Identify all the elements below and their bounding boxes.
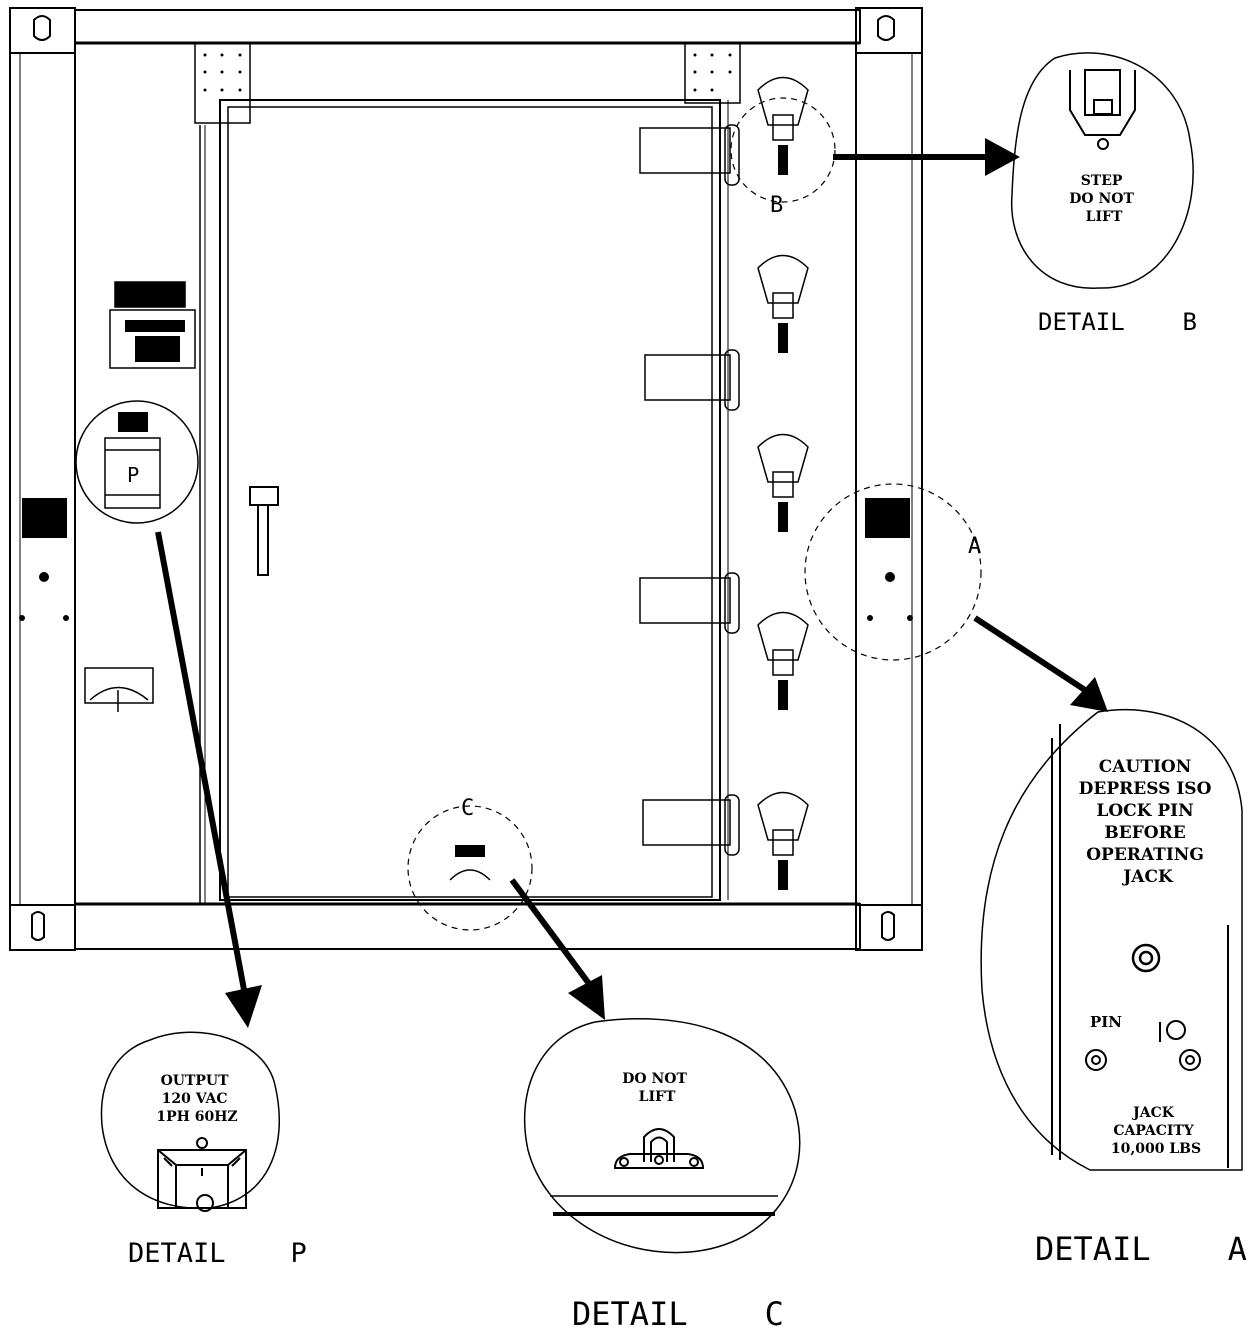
arrow-to-detail-p: [155, 531, 248, 996]
detail-c-outline: [523, 1018, 801, 1254]
callout-circle-a: [804, 483, 982, 661]
detail-c-label: DO NOT LIFT: [622, 1071, 692, 1105]
top-rail: [74, 9, 861, 44]
detail-a-title: DETAIL A: [1035, 1230, 1247, 1268]
jack-label-right: [865, 498, 913, 621]
detail-a-caution: CAUTION DEPRESS ISO LOCK PIN BEFORE OPER…: [1079, 757, 1218, 887]
corner-casting-top-right: [855, 7, 923, 54]
callout-circle-p: [75, 400, 199, 524]
detail-a-outline: [980, 708, 1243, 1171]
detail-p: OUTPUT 120 VAC 1PH 60HZ DETAIL P: [100, 1031, 307, 1269]
detail-a-pin-label: PIN: [1090, 1013, 1122, 1031]
header-plate-left: [194, 42, 251, 124]
arrow-to-detail-c: [509, 878, 593, 987]
jack-socket-icon: [1131, 943, 1161, 973]
door-hinges: [639, 124, 740, 856]
detail-p-outline: [100, 1031, 280, 1210]
detail-a: CAUTION DEPRESS ISO LOCK PIN BEFORE OPER…: [980, 708, 1247, 1268]
container-front-view: [9, 7, 923, 951]
detail-c: DO NOT LIFT DETAIL C: [523, 1018, 801, 1333]
detail-p-title: DETAIL P: [128, 1238, 307, 1269]
callout-letter-a: A: [968, 534, 981, 559]
detail-b-outline: [1010, 52, 1194, 289]
panel-handle-bracket: [84, 667, 154, 712]
jack-label-left: [19, 498, 69, 621]
door-panel: [227, 106, 713, 898]
arrow-to-detail-a: [973, 615, 1087, 693]
detail-a-capacity: JACK CAPACITY 10,000 LBS: [1111, 1105, 1201, 1157]
step-fittings: [757, 76, 809, 890]
bottom-rail: [74, 903, 861, 950]
corner-casting-bottom-right: [855, 904, 923, 951]
corner-post-left: [9, 52, 76, 906]
door-frame: [219, 99, 721, 901]
corner-casting-top-left: [9, 7, 76, 54]
corner-post-right: [855, 52, 923, 906]
callout-letter-c: C: [461, 796, 474, 821]
detail-b-title: DETAIL B: [1038, 308, 1197, 336]
callout-letter-b: B: [770, 193, 783, 218]
lock-pin-icons: [1085, 1020, 1201, 1071]
receptacle-p: [104, 412, 161, 509]
bottom-lift-fitting: [449, 845, 491, 881]
callout-letter-p: P: [127, 463, 139, 487]
door-handle: [249, 486, 279, 576]
detail-b: STEP DO NOT LIFT DETAIL B: [1010, 52, 1197, 336]
corner-casting-bottom-left: [9, 904, 76, 951]
callout-circle-c: [407, 805, 533, 931]
detail-p-label: OUTPUT 120 VAC 1PH 60HZ: [156, 1073, 237, 1125]
data-plate: [109, 281, 196, 369]
detail-b-label: STEP DO NOT LIFT: [1069, 173, 1139, 225]
lift-ring-icon: [613, 1128, 705, 1169]
detail-c-title: DETAIL C: [572, 1295, 784, 1333]
receptacle-icon: [157, 1137, 247, 1212]
header-plate-right: [684, 42, 741, 104]
callout-circle-b: [730, 97, 836, 203]
